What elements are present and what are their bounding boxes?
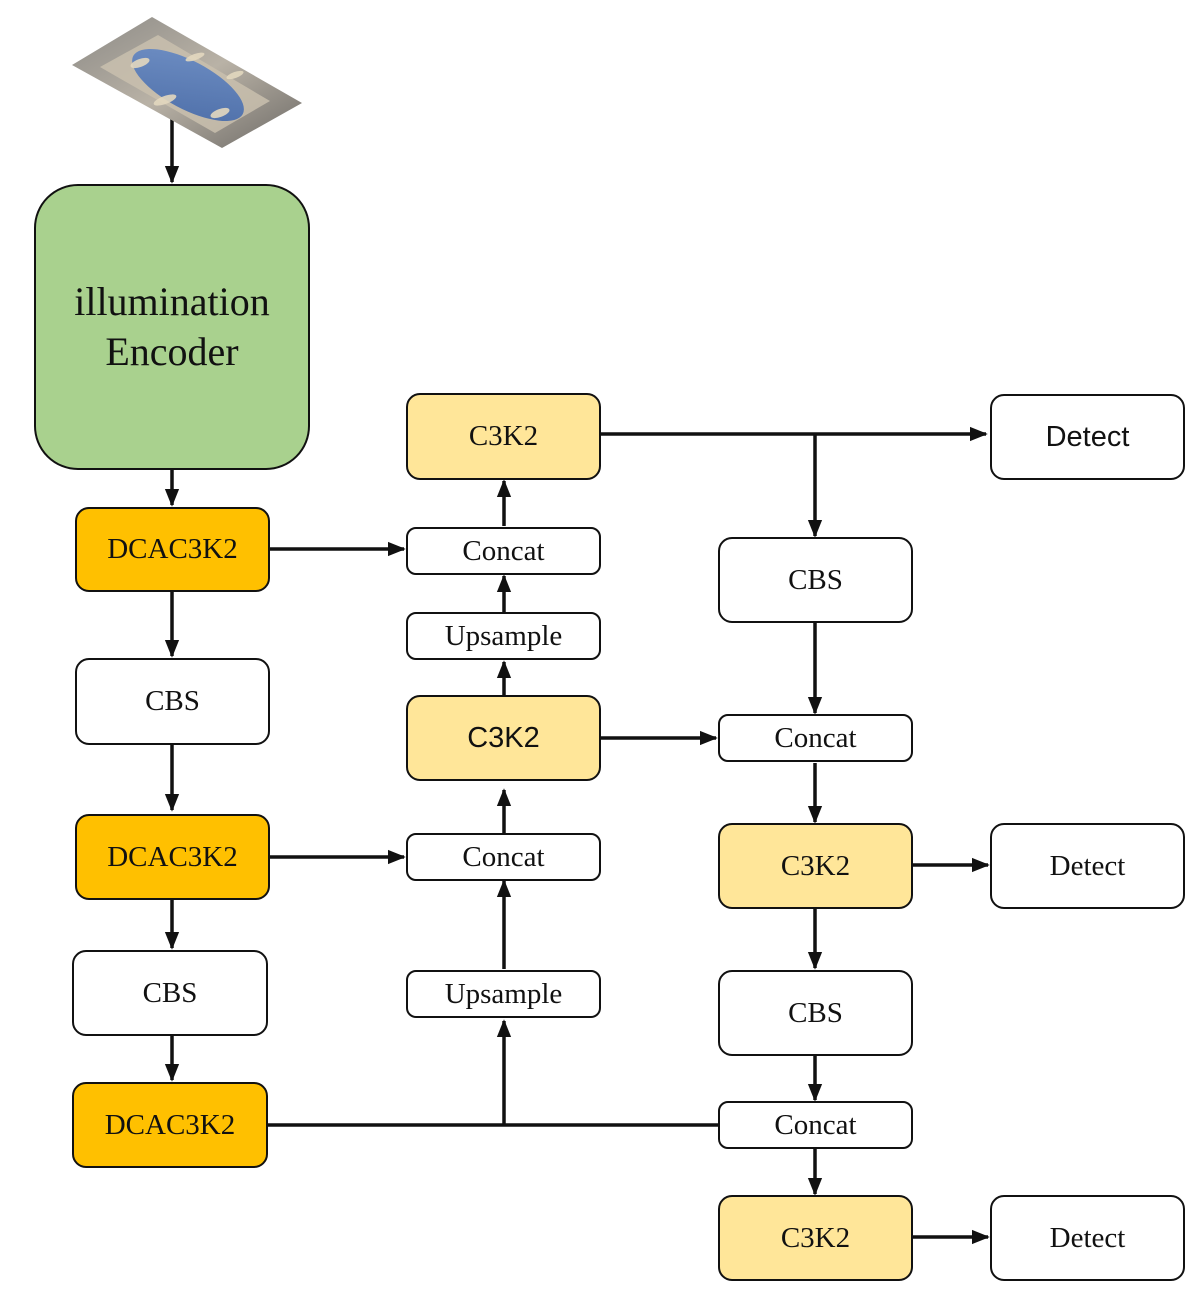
cbs-label-2: CBS [142, 976, 198, 1009]
dcac3k2-label-1: DCAC3K2 [107, 533, 238, 566]
concat-label-b: Concat [462, 840, 545, 873]
cbs-label-1: CBS [145, 685, 200, 718]
encoder-label-line2: Encoder [105, 329, 239, 374]
detect-label-2: Detect [1049, 849, 1126, 882]
concat-label-r1: Concat [774, 721, 857, 754]
detect-block-3: Detect [990, 1195, 1185, 1281]
dcac3k2-label-3: DCAC3K2 [104, 1108, 236, 1141]
cbs-block-r1: CBS [718, 537, 913, 623]
upsample-block-a: Upsample [406, 612, 601, 660]
cbs-label-r2: CBS [788, 996, 843, 1029]
concat-block-r1: Concat [718, 714, 913, 762]
c3k2-label-mid: C3K2 [467, 721, 540, 754]
cbs-block-2: CBS [72, 950, 268, 1036]
c3k2-label-r2: C3K2 [780, 1221, 851, 1254]
concat-block-b: Concat [406, 833, 601, 881]
detect-block-2: Detect [990, 823, 1185, 909]
encoder-label-line1: illumination [74, 279, 270, 324]
detect-block-1: Detect [990, 394, 1185, 480]
concat-block-r2: Concat [718, 1101, 913, 1149]
input-image-thumbnail [72, 17, 302, 148]
dcac3k2-label-2: DCAC3K2 [107, 840, 238, 873]
c3k2-label-top: C3K2 [468, 420, 539, 453]
cbs-block-r2: CBS [718, 970, 913, 1056]
c3k2-block-r2: C3K2 [718, 1195, 913, 1281]
concat-label-r2: Concat [774, 1108, 857, 1141]
concat-block-a: Concat [406, 527, 601, 575]
concat-label-a: Concat [462, 534, 545, 567]
upsample-block-b: Upsample [406, 970, 601, 1018]
c3k2-block-top: C3K2 [406, 393, 601, 480]
dcac3k2-block-2: DCAC3K2 [75, 814, 270, 900]
cbs-label-r1: CBS [788, 563, 843, 596]
dcac3k2-block-1: DCAC3K2 [75, 507, 270, 592]
dcac3k2-block-3: DCAC3K2 [72, 1082, 268, 1168]
upsample-label-a: Upsample [444, 619, 563, 652]
cbs-block-1: CBS [75, 658, 270, 745]
detect-label-3: Detect [1049, 1221, 1126, 1254]
illumination-encoder-block: illumination Encoder [34, 184, 310, 470]
detect-label-1: Detect [1045, 420, 1130, 453]
c3k2-block-r1: C3K2 [718, 823, 913, 909]
upsample-label-b: Upsample [444, 977, 563, 1010]
c3k2-block-mid: C3K2 [406, 695, 601, 781]
c3k2-label-r1: C3K2 [780, 849, 851, 882]
